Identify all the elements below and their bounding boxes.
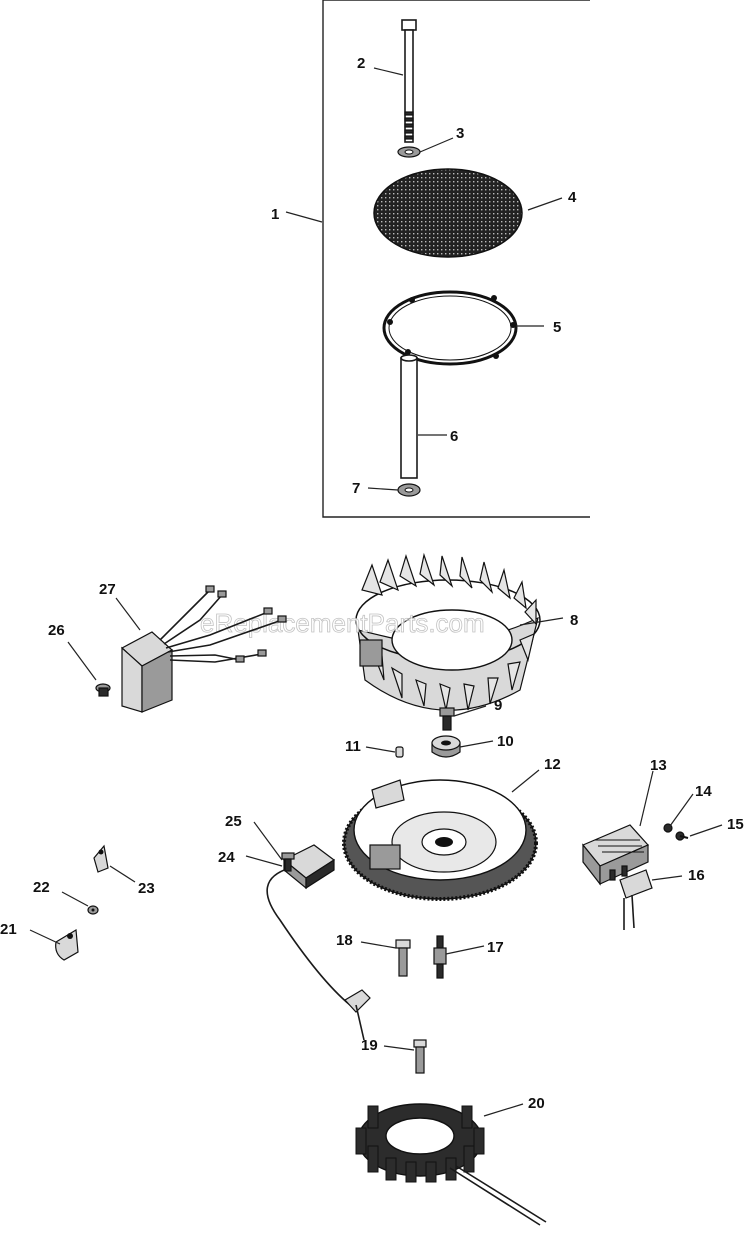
callout-20: 20 [528, 1095, 545, 1112]
screw-icon [439, 707, 455, 731]
callout-3: 3 [456, 125, 464, 142]
screw-icon [95, 683, 111, 697]
flywheel-icon [342, 779, 538, 901]
callout-27: 27 [99, 581, 116, 598]
ignition-control-module-icon [120, 585, 287, 713]
screw-icon [395, 939, 411, 977]
callout-10: 10 [497, 733, 514, 750]
leader-lines [29, 67, 723, 1117]
callout-8: 8 [570, 612, 578, 629]
callout-9: 9 [494, 697, 502, 714]
ignition-module-icon [266, 844, 371, 1041]
callout-14: 14 [695, 783, 712, 800]
callout-15: 15 [727, 816, 744, 833]
long-bolt-icon [401, 19, 417, 143]
callout-2: 2 [357, 55, 365, 72]
rectifier-regulator-icon [582, 824, 650, 886]
spark-plug-stud-icon [433, 935, 447, 979]
clip-icon [93, 844, 109, 873]
callout-16: 16 [688, 867, 705, 884]
callout-24: 24 [218, 849, 235, 866]
screw-icon [281, 852, 295, 872]
callout-21: 21 [0, 921, 17, 938]
callout-7: 7 [352, 480, 360, 497]
callout-13: 13 [650, 757, 667, 774]
callout-5: 5 [553, 319, 561, 336]
callout-6: 6 [450, 428, 458, 445]
callout-11: 11 [345, 738, 361, 755]
fan-icon [355, 552, 541, 711]
callout-18: 18 [336, 932, 353, 949]
callout-12: 12 [544, 756, 561, 773]
kit-bracket [322, 0, 590, 518]
callout-26: 26 [48, 622, 65, 639]
spacer-icon [431, 735, 461, 758]
wire-connector-icon [619, 869, 653, 930]
retaining-ring-icon [382, 290, 518, 366]
callout-1: 1 [271, 206, 279, 223]
watermark-text: eReplacementParts.com [200, 608, 485, 638]
nut-icon [87, 905, 99, 915]
clip-icon [55, 928, 79, 961]
washer-icon [397, 146, 421, 158]
callout-4: 4 [568, 189, 577, 206]
mesh-screen-icon [373, 168, 523, 258]
callout-23: 23 [138, 880, 155, 897]
callout-25: 25 [225, 813, 242, 830]
screw-icon [675, 831, 689, 841]
callout-17: 17 [487, 939, 504, 956]
washer-icon [397, 483, 421, 497]
callout-19: 19 [361, 1037, 378, 1054]
stator-icon [355, 1103, 547, 1226]
callout-labels: 1 2 3 4 5 6 7 8 9 10 11 12 13 14 15 16 1… [0, 55, 744, 1112]
callout-22: 22 [33, 879, 50, 896]
key-icon [395, 746, 404, 758]
screw-icon [413, 1039, 427, 1074]
spacer-tube-icon [400, 354, 418, 479]
